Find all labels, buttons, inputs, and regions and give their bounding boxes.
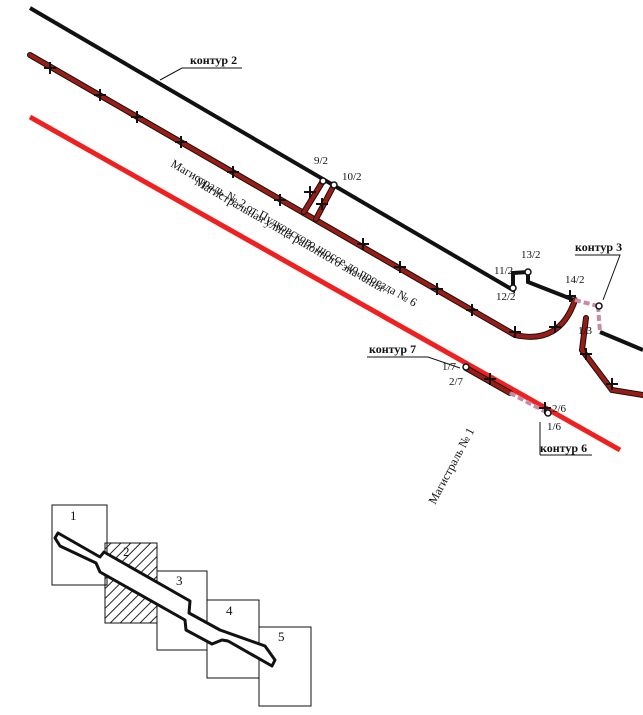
sheet-5-frame [258,626,312,707]
route-ticks [44,62,618,414]
sheet-index-route-outline [53,531,277,668]
dark-red-route [27,52,643,398]
road-label-district-street: Магистральная улица районного значения [193,174,387,294]
sheet-5-number: 5 [278,629,285,644]
point-label-1-6: 1/6 [547,421,562,433]
sheet-3-number: 3 [176,573,183,588]
point-label-2-6: 2/6 [552,403,567,415]
bright-red-road-line [28,114,622,453]
road-label-magistral-1: Магистраль № 1 [425,425,477,506]
point-label-13-2: 13/2 [521,249,541,261]
node-markers [319,177,603,417]
sheet-2-number: 2 [123,544,130,559]
point-label-11-2: 11/2 [494,265,513,277]
point-label-12-2: 12/2 [496,291,516,303]
pink-dashed-segments [509,298,602,414]
point-label-1-3: 1/3 [578,325,593,337]
contour-3-label: контур 3 [575,240,622,254]
black-contour-line [28,6,643,352]
sheet-1-number: 1 [70,508,77,523]
point-label-14-2: 14/2 [565,274,585,286]
point-label-10-2: 10/2 [342,171,362,183]
contour-2-label: контур 2 [190,53,237,67]
contour-6-label: контур 6 [540,441,587,455]
contour-leaders [159,67,621,456]
sheet-index-map: 1 2 3 4 5 [51,504,312,707]
point-label-1-7: 1/7 [442,361,457,373]
contour-7-label: контур 7 [369,342,416,356]
point-label-9-2: 9/2 [314,155,328,167]
point-label-2-7: 2/7 [449,376,464,388]
sheet-4-number: 4 [226,603,233,618]
